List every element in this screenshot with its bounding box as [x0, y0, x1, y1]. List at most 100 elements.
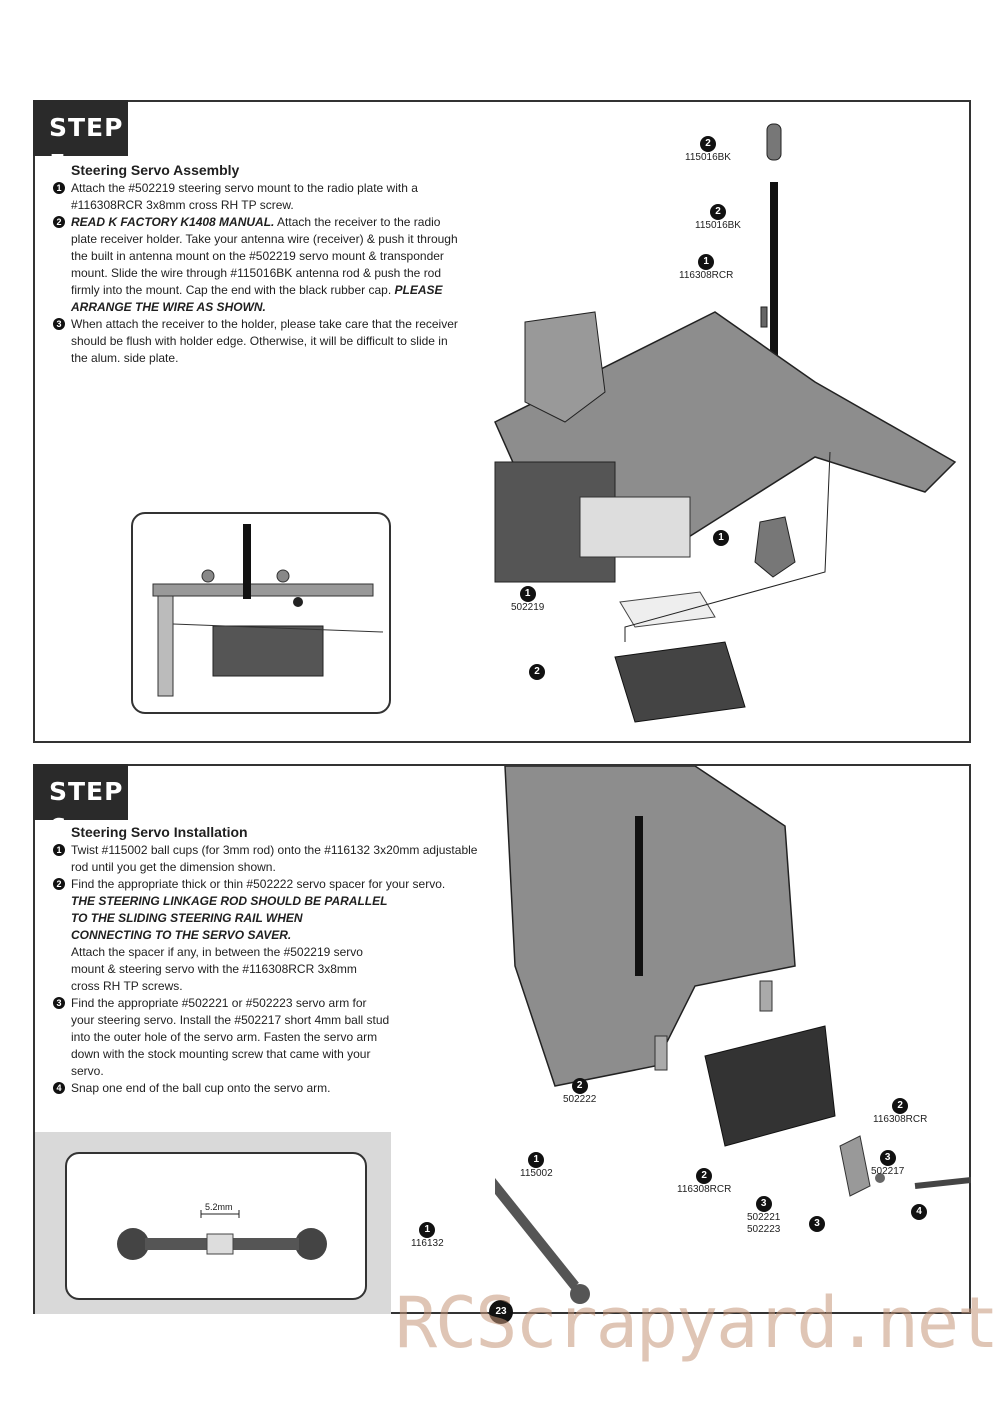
- callout-number: 1: [419, 1222, 436, 1238]
- screw-part: [760, 306, 768, 328]
- antenna-rod: [770, 182, 778, 402]
- callout-ball-cup-snap: 4: [911, 1204, 927, 1220]
- step6-item-2-text: Find the appropriate thick or thin #5022…: [71, 877, 446, 891]
- callout-part: 116132: [411, 1238, 444, 1249]
- callout-number: 2: [529, 664, 545, 680]
- step6-item-4-text: Snap one end of the ball cup onto the se…: [71, 1081, 331, 1095]
- callout-part: 116308RCR: [679, 270, 734, 281]
- step-number-badge: 1: [53, 844, 65, 856]
- dimension-label: 5.2mm: [205, 1202, 233, 1212]
- dimension-inset: 5.2mm: [65, 1152, 367, 1300]
- callout-part: 115016BK: [685, 152, 731, 163]
- holder-plate: [579, 496, 691, 558]
- callout-number: 3: [755, 1196, 772, 1212]
- callout-part: 502219: [511, 602, 545, 613]
- antenna-wire: [624, 451, 831, 642]
- step5-item-1-text: Attach the #502219 steering servo mount …: [71, 181, 418, 212]
- inset-servo-drawing: [152, 524, 384, 697]
- rod-dimension-drawing: [117, 1210, 327, 1260]
- callout-ball-stud-small: 3: [809, 1216, 825, 1232]
- callout-part: 502223: [747, 1224, 781, 1235]
- step5-inset-detail: [131, 512, 391, 714]
- step-number-badge: 3: [53, 997, 65, 1009]
- step6-emphasis-line: THE STEERING LINKAGE ROD SHOULD BE PARAL…: [71, 894, 388, 908]
- step5-item-2: 2 READ K FACTORY K1408 MANUAL. Attach th…: [53, 214, 458, 316]
- chassis-plate: [504, 766, 796, 1087]
- ball-cup: [570, 1284, 590, 1304]
- step6-item-4: 4 Snap one end of the ball cup onto the …: [53, 1080, 498, 1097]
- callout-number: 1: [698, 254, 715, 270]
- step6-badge: STEP 6: [33, 764, 128, 842]
- callout-part: 115002: [520, 1168, 553, 1179]
- callout-number: 2: [696, 1168, 713, 1184]
- receiver: [614, 641, 746, 723]
- step6-item-1: 1 Twist #115002 ball cups (for 3mm rod) …: [53, 842, 498, 876]
- callout-number: 4: [911, 1204, 927, 1220]
- step5-item-3: 3 When attach the receiver to the holder…: [53, 316, 458, 367]
- step6-emphasis-line: TO THE SLIDING STEERING RAIL WHEN: [71, 911, 303, 925]
- step6-item-1-text: Twist #115002 ball cups (for 3mm rod) on…: [71, 843, 478, 874]
- step6-item-3-text: Find the appropriate #502221 or #502223 …: [71, 996, 390, 1078]
- step5-panel: STEP 5 Steering Servo Assembly 1 Attach …: [33, 100, 971, 743]
- step6-instructions: Steering Servo Installation 1 Twist #115…: [53, 824, 498, 1097]
- servo-mount: [524, 311, 606, 423]
- callout-number: 2: [709, 204, 726, 220]
- callout-part: 502221: [747, 1212, 781, 1223]
- step5-instructions: Steering Servo Assembly 1 Attach the #50…: [53, 162, 458, 367]
- step-number-badge: 1: [53, 182, 65, 194]
- step5-item-2-tail: PLEASE ARRANGE THE WIRE AS SHOWN.: [71, 283, 443, 314]
- callout-receiver: 2: [529, 664, 545, 680]
- callout-part: 502217: [871, 1166, 905, 1177]
- step5-title: Steering Servo Assembly: [71, 162, 240, 178]
- callout-number: 2: [699, 136, 716, 152]
- step-number-badge: 4: [53, 1082, 65, 1094]
- callout-number: 3: [809, 1216, 825, 1232]
- step5-item-2-lead: READ K FACTORY K1408 MANUAL.: [71, 215, 275, 229]
- ball-stud: [875, 1173, 885, 1183]
- callout-bracket: 1: [713, 530, 729, 546]
- antenna-rod: [635, 816, 643, 976]
- ball-cup-rod: [914, 1177, 971, 1189]
- steering-servo: [704, 1025, 836, 1147]
- step6-panel: STEP 6 Steering Servo Installation 1 Twi…: [33, 764, 971, 1314]
- callout-number: 3: [879, 1150, 896, 1166]
- callout-number: 1: [528, 1152, 545, 1168]
- callout-part: 115016BK: [695, 220, 741, 231]
- callout-number: 1: [519, 586, 536, 602]
- callout-part: 116308RCR: [873, 1114, 928, 1125]
- servo-spacer: [654, 1035, 668, 1071]
- step6-exploded-diagram: [495, 766, 971, 1304]
- step6-title: Steering Servo Installation: [71, 824, 248, 840]
- step-number-badge: 2: [53, 878, 65, 890]
- callout-part: 502222: [563, 1094, 597, 1105]
- step6-emphasis-line: CONNECTING TO THE SERVO SAVER.: [71, 928, 292, 942]
- step5-exploded-diagram: [494, 123, 957, 723]
- step5-item-1: 1 Attach the #502219 steering servo moun…: [53, 180, 458, 214]
- step5-badge: STEP 5: [33, 100, 128, 178]
- adjustable-rod: [495, 1177, 579, 1290]
- servo-tape: [619, 591, 716, 628]
- callout-number: 2: [892, 1098, 909, 1114]
- servo-arm: [839, 1135, 871, 1197]
- step6-item-2-after: Attach the spacer if any, in between the…: [71, 945, 363, 993]
- page-number: 23: [489, 1300, 513, 1324]
- side-bracket: [754, 516, 796, 578]
- callout-number: 1: [713, 530, 729, 546]
- step5-item-2-text: Attach the receiver to the radio plate r…: [71, 215, 458, 297]
- step5-item-3-text: When attach the receiver to the holder, …: [71, 317, 458, 365]
- step-number-badge: 3: [53, 318, 65, 330]
- callout-number: 2: [571, 1078, 588, 1094]
- antenna-cap: [766, 123, 782, 161]
- step6-item-2: 2 Find the appropriate thick or thin #50…: [53, 876, 498, 995]
- step6-item-3: 3 Find the appropriate #502221 or #50222…: [53, 995, 391, 1080]
- callout-part: 116308RCR: [677, 1184, 732, 1195]
